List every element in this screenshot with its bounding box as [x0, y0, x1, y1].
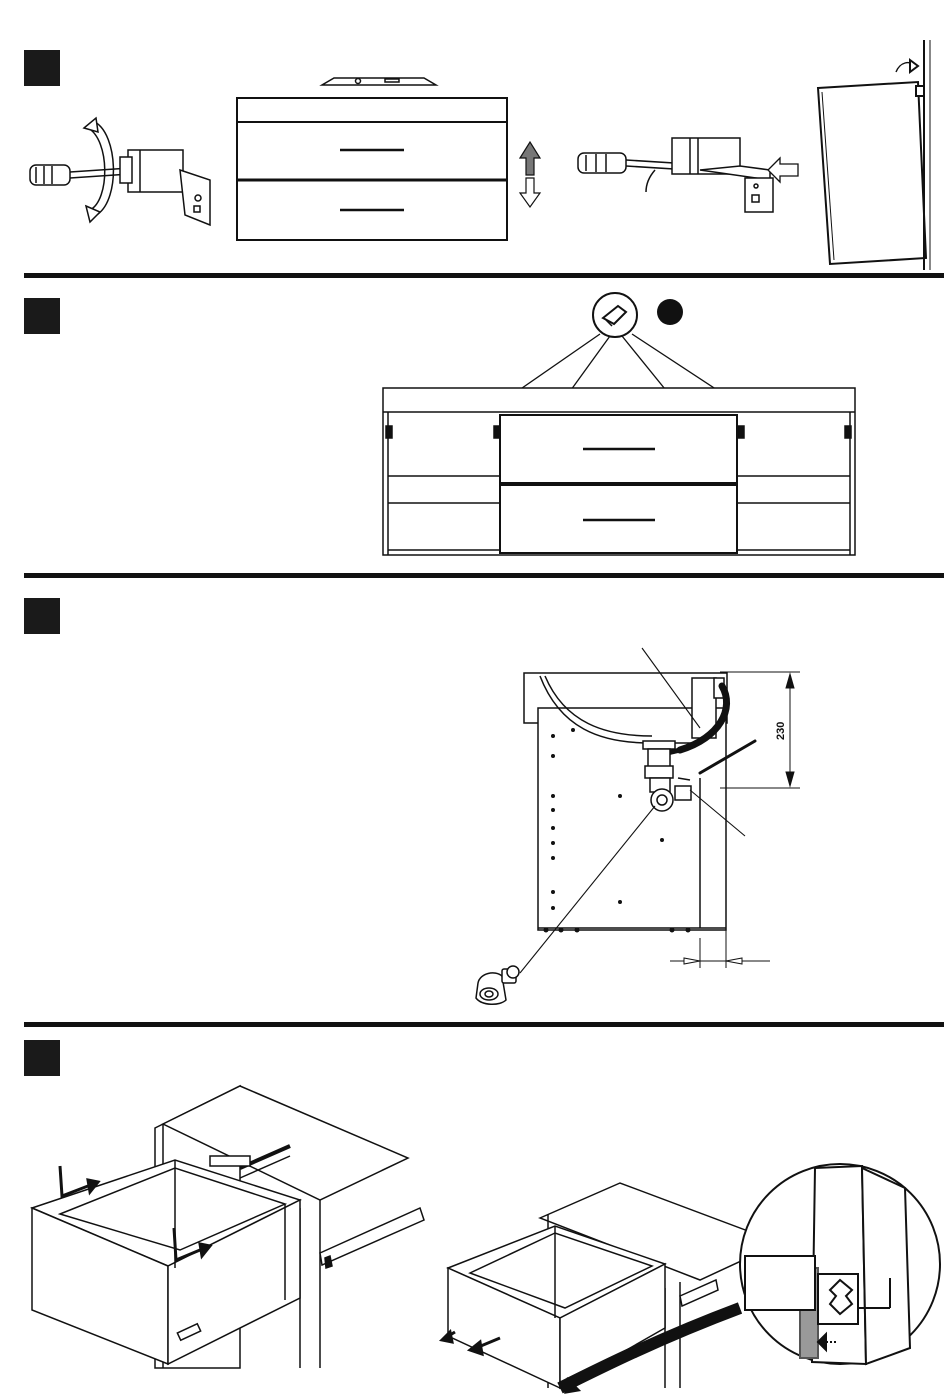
step-4-panel — [0, 1028, 950, 1397]
drawer-insertion-left — [32, 1086, 424, 1368]
section-divider — [24, 1022, 944, 1027]
step-1-illustration — [0, 0, 950, 275]
vanity-cabinet-open — [383, 388, 855, 555]
depth-dimension — [670, 938, 770, 968]
adjust-height-arrow-icon — [520, 142, 540, 207]
screwdriver-icon — [30, 165, 130, 185]
vanity-cabinet-front — [237, 98, 507, 240]
step-2-panel — [0, 278, 950, 578]
step-1-panel — [0, 0, 950, 275]
step-3-illustration: 230 — [0, 578, 950, 1028]
hinge-icon — [120, 150, 210, 225]
vanity-side-section — [524, 673, 727, 953]
step-2-illustration — [0, 278, 950, 578]
top-panel-piece — [322, 78, 436, 85]
shelf-support-icon — [593, 293, 637, 337]
hinge-icon — [672, 138, 773, 212]
step-3-panel: 230 — [0, 578, 950, 1028]
siphon-icon — [476, 966, 519, 1004]
step-4-illustration — [0, 1028, 950, 1397]
dimension-label-230: 230 — [775, 722, 787, 740]
quantity-dot — [657, 299, 683, 325]
cabinet-door-side — [818, 40, 930, 270]
height-dimension — [720, 672, 800, 788]
